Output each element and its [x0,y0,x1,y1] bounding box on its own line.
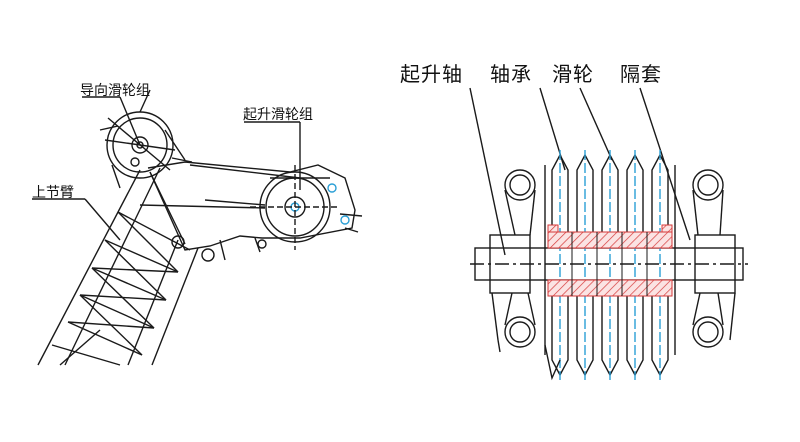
boom-pin [171,235,185,249]
leader-line [579,87,613,161]
label-hoist-pulley-group: 起升滑轮组 [243,107,313,123]
bearings-and-spacers [547,224,673,297]
spacer-section [661,224,673,233]
leader-line [469,87,506,256]
boom-head-side-view [32,89,363,366]
spacer-section [547,224,559,233]
guide-pulley-group [99,89,193,189]
label-guide-pulley-group: 导向滑轮组 [80,83,150,99]
boom-pin [257,239,267,249]
bearing-section [547,231,673,249]
shaft-end-block-left [489,234,531,294]
label-hoist-shaft: 起升轴 [400,62,463,86]
label-upper-boom: 上节臂 [32,185,74,201]
pulley-sheave [551,150,569,380]
side-frame-right [692,169,736,348]
bearing-section [547,279,673,297]
pulley-sheave [651,150,669,380]
pulley-sheave [626,150,644,380]
label-pulley: 滑轮 [552,62,594,86]
shaft-end-block-right [694,234,736,294]
pulley-sheaves [544,150,676,381]
label-bearing: 轴承 [490,62,532,86]
pulley-section-view [469,87,748,381]
boom-pin [201,248,215,262]
leader-line [84,198,121,241]
bearing-dividers [571,232,648,296]
upper-boom-lattice [37,167,199,366]
pulley-sheave [576,150,594,380]
leader-line [119,96,141,146]
pulley-sheave [601,150,619,380]
side-frame-left [491,169,536,353]
label-spacer: 隔套 [620,62,662,86]
